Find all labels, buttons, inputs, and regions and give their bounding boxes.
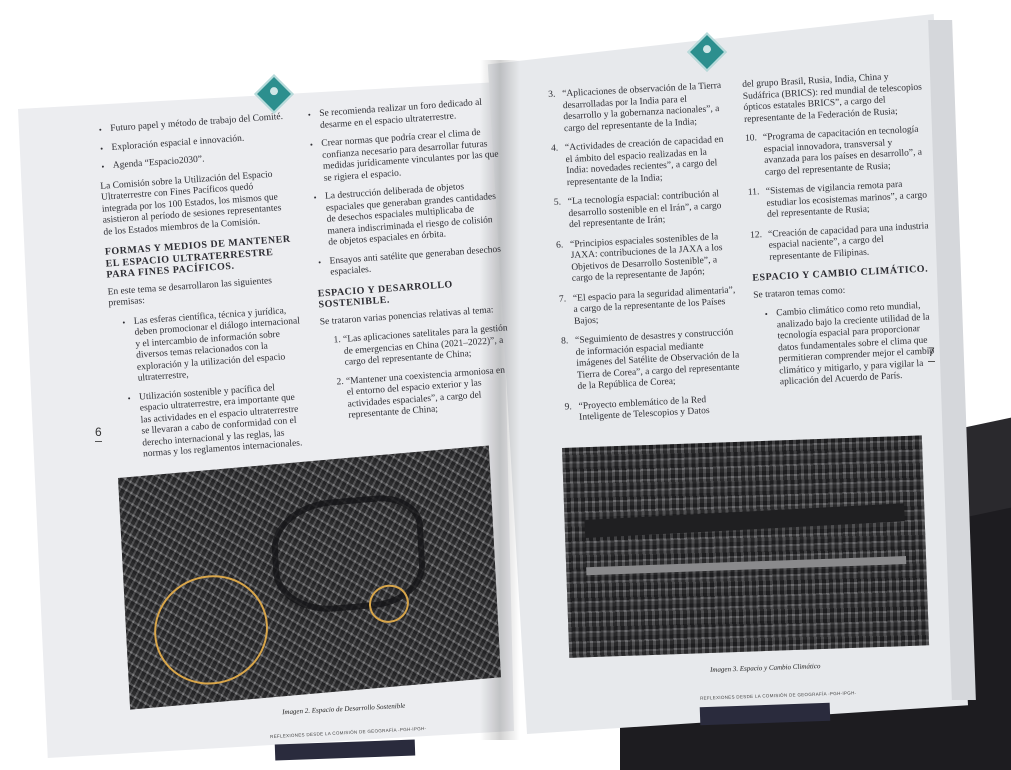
list-item: “Mantener una coexistencia armoniosa en … (346, 365, 517, 423)
list-item: 9. “Proyecto emblemático de la Red Intel… (564, 393, 743, 425)
list-item: Utilización sostenible y pacífica del es… (139, 381, 309, 461)
list-text: “Creación de capacidad para una industri… (767, 220, 929, 263)
section-heading: ESPACIO Y CAMBIO CLIMÁTICO. (752, 263, 929, 284)
list-number: 11. (747, 187, 760, 198)
list-text: “La tecnología espacial: contribución al… (567, 189, 722, 231)
list-item: Ensayos anti satélite que generaban dese… (329, 244, 506, 279)
taxiway (586, 556, 907, 576)
list-item: 3. “Aplicaciones de observación de la Ti… (548, 81, 728, 136)
list-item: 11. “Sistemas de vigilancia remota para … (748, 178, 930, 222)
list-text: “Principios espaciales sostenibles de la… (569, 231, 723, 285)
paragraph: del grupo Brasil, Rusia, India, China y … (742, 72, 923, 125)
list-text: “Proyecto emblemático de la Red Intelige… (578, 394, 710, 423)
page-number-left: 6 (95, 425, 102, 442)
runway (584, 503, 905, 539)
list-item: 4. “Actividades de creación de capacidad… (551, 135, 731, 190)
satellite-image-sustainable-development (118, 445, 501, 710)
list-item: 10. “Programa de capacitación en tecnolo… (745, 125, 927, 180)
list-number: 10. (744, 133, 758, 144)
list-number: 9. (564, 401, 572, 413)
list-text: “Actividades de creación de capacidad en… (564, 134, 724, 188)
list-text: “El espacio para la seguridad alimentari… (572, 284, 736, 327)
list-item: 5. “La tecnología espacial: contribución… (554, 189, 734, 233)
list-item: Crear normas que podría crear el clima d… (321, 127, 500, 185)
highlight-ellipse-large (151, 570, 271, 690)
list-item: Agenda “Espacio2030”. (113, 149, 289, 173)
list-item: Cambio climático como reto mundial, anal… (776, 300, 938, 389)
list-text: “Seguimiento de desastres y construcción… (574, 327, 740, 392)
list-text: “Sistemas de vigilancia remota para estu… (765, 179, 928, 220)
right-column-2: del grupo Brasil, Rusia, India, China y … (742, 71, 938, 398)
list-item: 7. “El espacio para la seguridad aliment… (559, 285, 739, 329)
right-column-1: 3. “Aplicaciones de observación de la Ti… (548, 81, 744, 433)
list-item: 8. “Seguimiento de desastres y construcc… (561, 327, 742, 394)
list-item: 12. “Creación de capacidad para una indu… (750, 221, 932, 265)
footer-bar-left (274, 739, 416, 761)
paragraph: Se trataron temas como: (753, 285, 846, 301)
list-item: Las esferas científica, técnica y jurídi… (133, 305, 303, 385)
section-heading: FORMAS Y MEDIOS DE MANTENER EL ESPACIO U… (104, 233, 291, 281)
left-column-1: Futuro papel y método de trabajo del Com… (96, 112, 310, 471)
left-column-2: Se recomienda realizar un foro dedicado … (305, 97, 517, 432)
list-item: “Las aplicaciones satelitales para la ge… (343, 323, 513, 369)
list-item: 6. “Principios espaciales sostenibles de… (556, 231, 736, 286)
list-item: La destrucción deliberada de objetos esp… (325, 180, 505, 250)
paragraph: La Comisión sobre la Utilización del Esp… (99, 169, 282, 238)
page-number-right: 7 (928, 345, 935, 362)
list-text: “Programa de capacitación en tecnología … (762, 124, 923, 178)
list-number: 12. (749, 229, 763, 241)
list-text: “Aplicaciones de observación de la Tierr… (561, 80, 722, 134)
satellite-image-climate-change (562, 435, 930, 658)
paragraph: En este tema se desarrollaron las siguie… (107, 275, 273, 309)
